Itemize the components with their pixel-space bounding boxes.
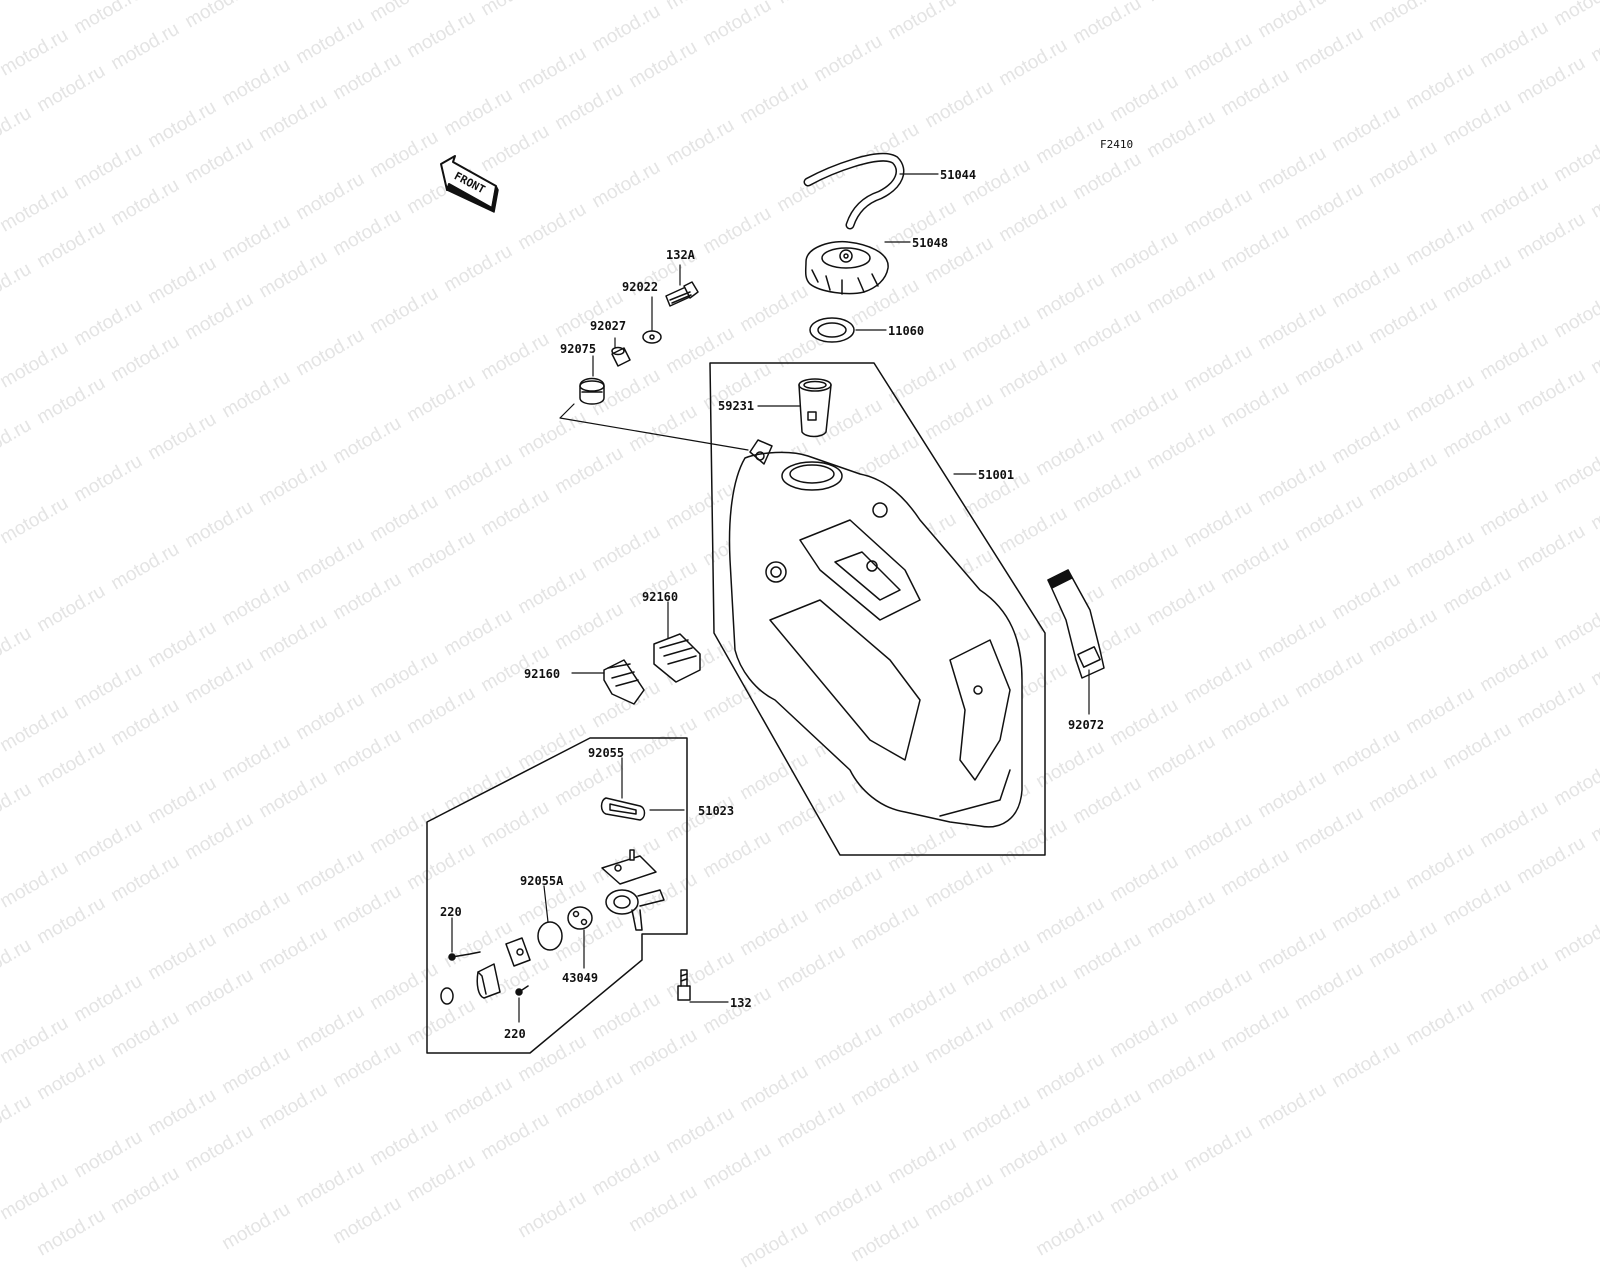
- watermark: motod.ru: [847, 1210, 923, 1267]
- callout-92160-upper: 92160: [642, 590, 679, 604]
- watermark: motod.ru: [218, 1198, 294, 1255]
- callout-92022: 92022: [622, 280, 659, 294]
- lever-plate: [476, 937, 531, 999]
- grommet-92075: [579, 377, 605, 405]
- bolt-132a: [665, 281, 699, 307]
- leader-lines: [451, 173, 1090, 1023]
- fuel-cock-frame: [426, 737, 688, 1054]
- damper-92160-upper: [653, 633, 701, 683]
- callout-92160-lower: 92160: [524, 667, 561, 681]
- plate-43049: [567, 906, 593, 930]
- callout-132: 132: [730, 996, 752, 1010]
- callout-92075: 92075: [560, 342, 597, 356]
- watermark: motod.ru: [33, 1204, 109, 1261]
- fuel-cap: [804, 240, 889, 295]
- leader-line: [559, 403, 749, 451]
- callout-220-upper: 220: [440, 905, 462, 919]
- fuel-filter: [798, 378, 832, 438]
- tank-assembly-frame: [709, 362, 1046, 856]
- o-ring-92055a: [537, 921, 563, 951]
- fuel-tank: [728, 439, 1023, 828]
- small-o-ring: [440, 987, 454, 1005]
- washer-92022-hole: [649, 334, 655, 340]
- breather-hose: [803, 152, 905, 230]
- screw-220-lower: [515, 985, 529, 996]
- watermark: motod.ru: [736, 1216, 812, 1273]
- figure-code: F2410: [1100, 138, 1134, 151]
- callout-51001: 51001: [978, 468, 1015, 482]
- collar-92027: [611, 346, 631, 367]
- watermark: motod.ru: [329, 1192, 405, 1249]
- callout-92055: 92055: [588, 746, 625, 760]
- parts-drawing: FRONT: [426, 152, 1105, 1054]
- callout-220-lower: 220: [504, 1027, 526, 1041]
- callout-92027: 92027: [590, 319, 627, 333]
- bolt-132: [677, 969, 691, 1001]
- front-arrow-icon: FRONT: [440, 155, 499, 213]
- cap-gasket: [809, 317, 855, 343]
- gasket-92055: [600, 797, 646, 821]
- callout-51048: 51048: [912, 236, 949, 250]
- callout-51023: 51023: [698, 804, 735, 818]
- fuel-cock: [601, 849, 665, 931]
- callout-132a: 132A: [666, 248, 695, 262]
- callout-92055a: 92055A: [520, 874, 564, 888]
- callout-11060: 11060: [888, 324, 925, 338]
- rubber-strap: [1047, 569, 1105, 679]
- callout-51044: 51044: [940, 168, 977, 182]
- callout-59231: 59231: [718, 399, 755, 413]
- watermark: motod.ru: [1032, 1204, 1108, 1261]
- screw-220-upper: [448, 951, 481, 961]
- callout-43049: 43049: [562, 971, 599, 985]
- damper-92160-lower: [603, 659, 645, 705]
- callout-92072: 92072: [1068, 718, 1105, 732]
- washer-92022: [642, 330, 662, 344]
